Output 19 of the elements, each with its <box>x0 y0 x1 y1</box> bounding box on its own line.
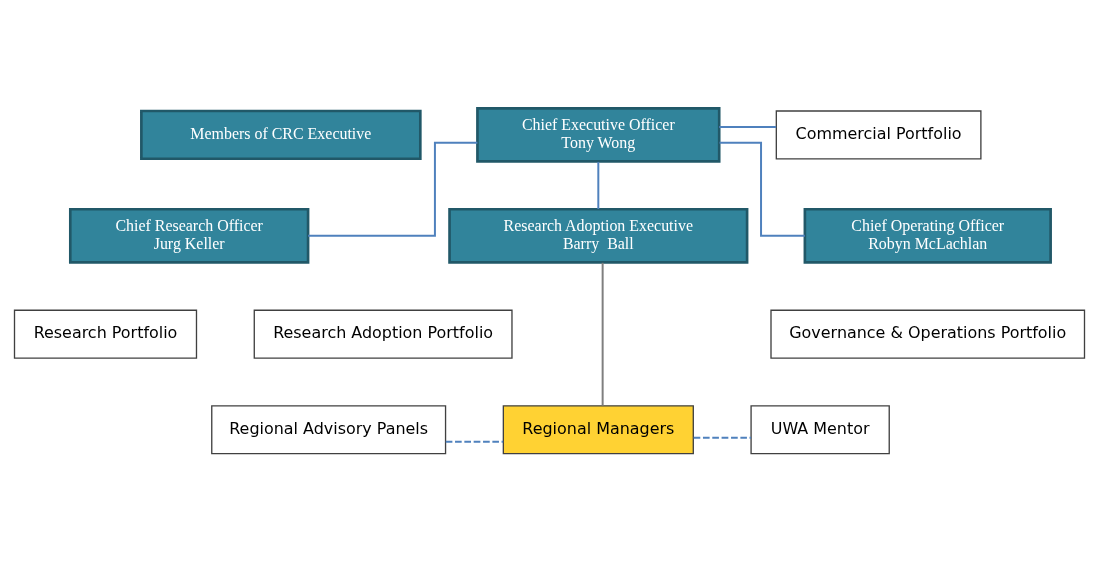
node-box: Commercial Portfolio <box>775 110 982 160</box>
connector <box>718 125 778 128</box>
node-box: UWA Mentor <box>750 405 890 455</box>
node-box: Regional Managers <box>502 405 694 455</box>
connector <box>597 160 600 211</box>
node-box: Chief Operating Officer Robyn McLachlan <box>803 207 1052 264</box>
node-box: Regional Advisory Panels <box>211 405 447 455</box>
connector <box>692 436 752 439</box>
node-box: Members of CRC Executive <box>140 109 422 161</box>
node-box: Chief Executive Officer Tony Wong <box>476 107 721 163</box>
connector <box>718 141 806 237</box>
node-box: Research Adoption Executive Barry Ball <box>448 207 749 264</box>
connector <box>307 141 479 237</box>
connector <box>444 440 505 443</box>
node-box: Chief Research Officer Jurg Keller <box>68 207 310 264</box>
node-box: Research Portfolio <box>13 309 198 359</box>
node-box: Governance & Operations Portfolio <box>770 309 1086 359</box>
connector <box>601 261 604 407</box>
node-box: Research Adoption Portfolio <box>253 309 513 359</box>
